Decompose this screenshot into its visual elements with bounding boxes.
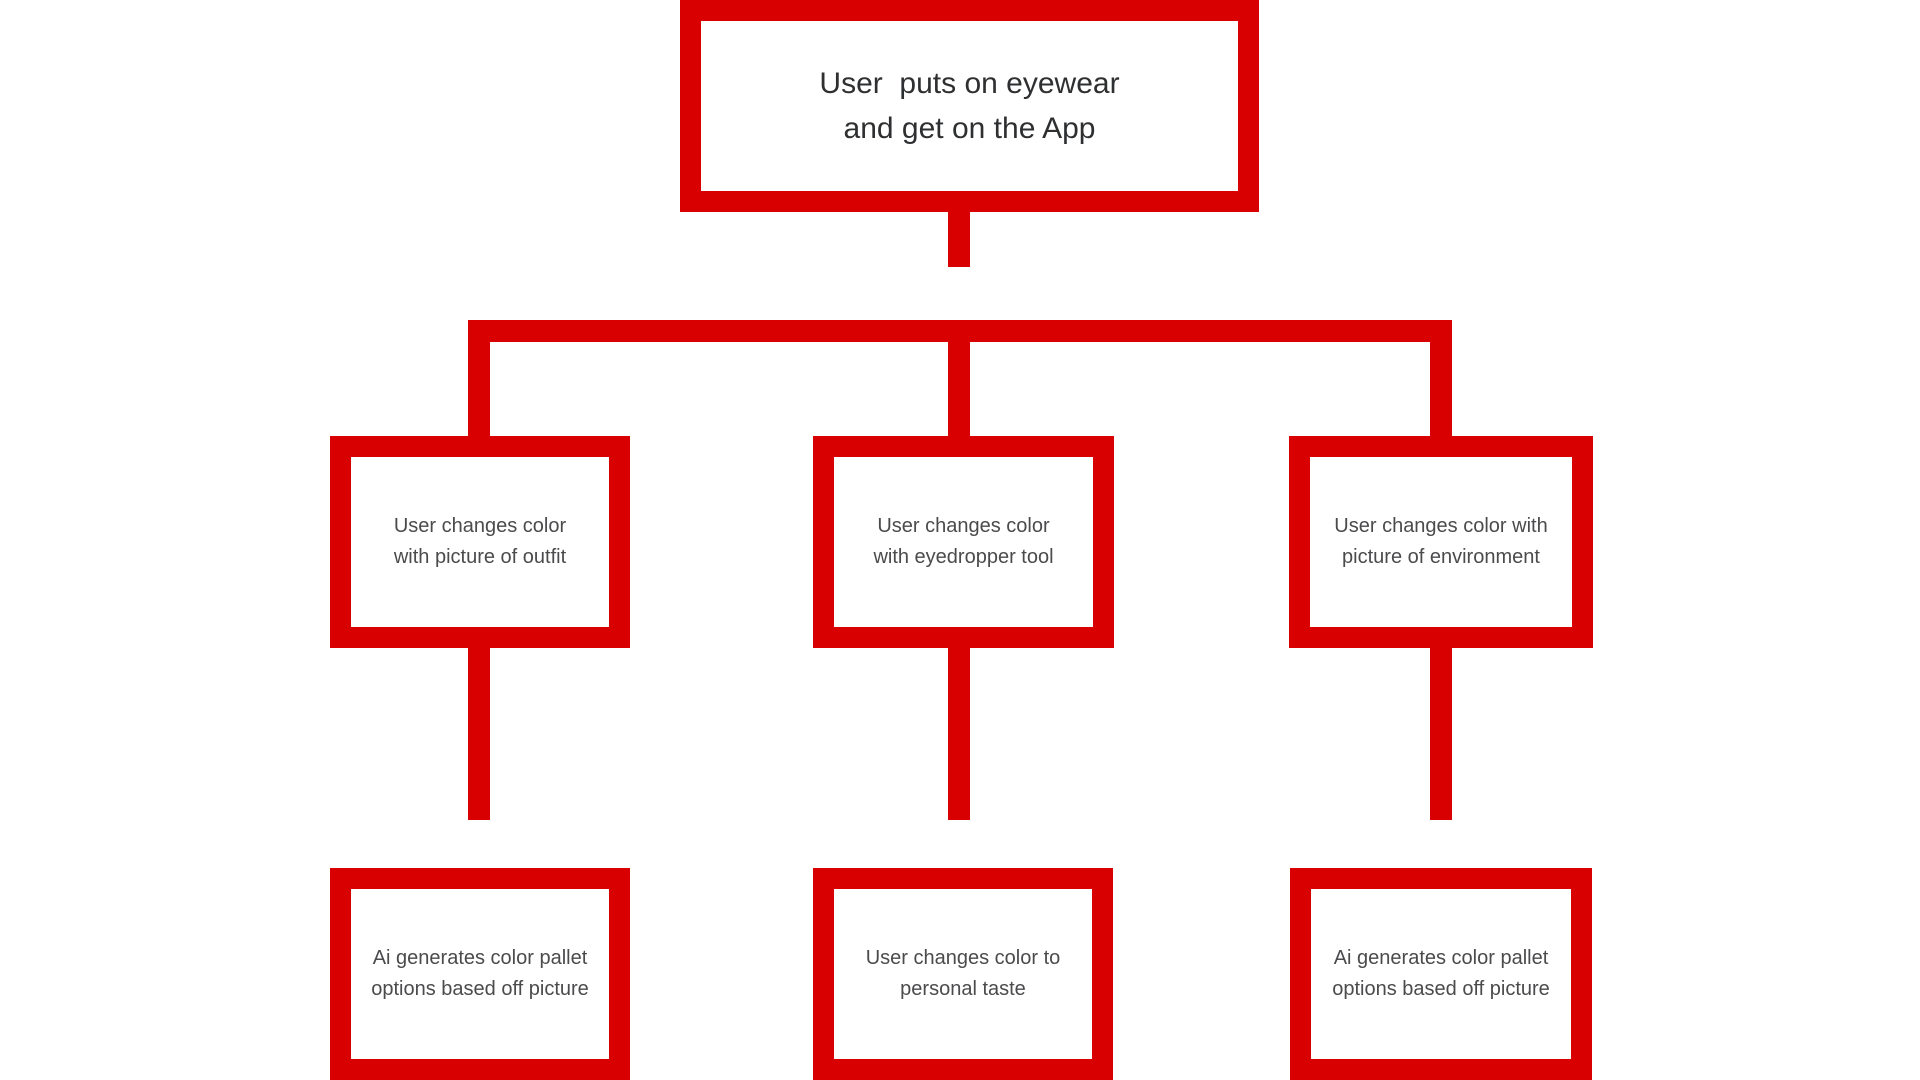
- connector-drop-right: [1430, 320, 1452, 436]
- connector-environment-to-ai: [1430, 648, 1452, 820]
- connector-root-stub: [948, 212, 970, 267]
- node-label: Ai generates color pallet options based …: [371, 947, 589, 1000]
- connector-eyedropper-to-taste: [948, 648, 970, 820]
- node-label: User changes color with picture of envir…: [1334, 515, 1548, 568]
- node-label: Ai generates color pallet options based …: [1332, 947, 1550, 1000]
- connector-outfit-to-ai: [468, 648, 490, 820]
- node-ai-generates-palette-right: Ai generates color pallet options based …: [1290, 868, 1592, 1080]
- node-change-color-eyedropper-tool: User changes color with eyedropper tool: [813, 436, 1114, 648]
- connector-drop-center: [948, 342, 970, 436]
- node-label: User changes color with picture of outfi…: [393, 515, 567, 568]
- node-label: User puts on eyewear and get on the App: [819, 67, 1120, 145]
- node-change-color-personal-taste: User changes color to personal taste: [813, 868, 1113, 1080]
- node-change-color-picture-of-environment: User changes color with picture of envir…: [1289, 436, 1593, 648]
- node-label: User changes color to personal taste: [865, 947, 1061, 1000]
- connector-drop-left: [468, 320, 490, 436]
- node-label: User changes color with eyedropper tool: [873, 515, 1054, 568]
- node-ai-generates-palette-left: Ai generates color pallet options based …: [330, 868, 630, 1080]
- node-root-user-puts-on-eyewear: User puts on eyewear and get on the App: [680, 0, 1259, 212]
- connector-distribution-bar: [468, 320, 1452, 342]
- node-change-color-picture-of-outfit: User changes color with picture of outfi…: [330, 436, 630, 648]
